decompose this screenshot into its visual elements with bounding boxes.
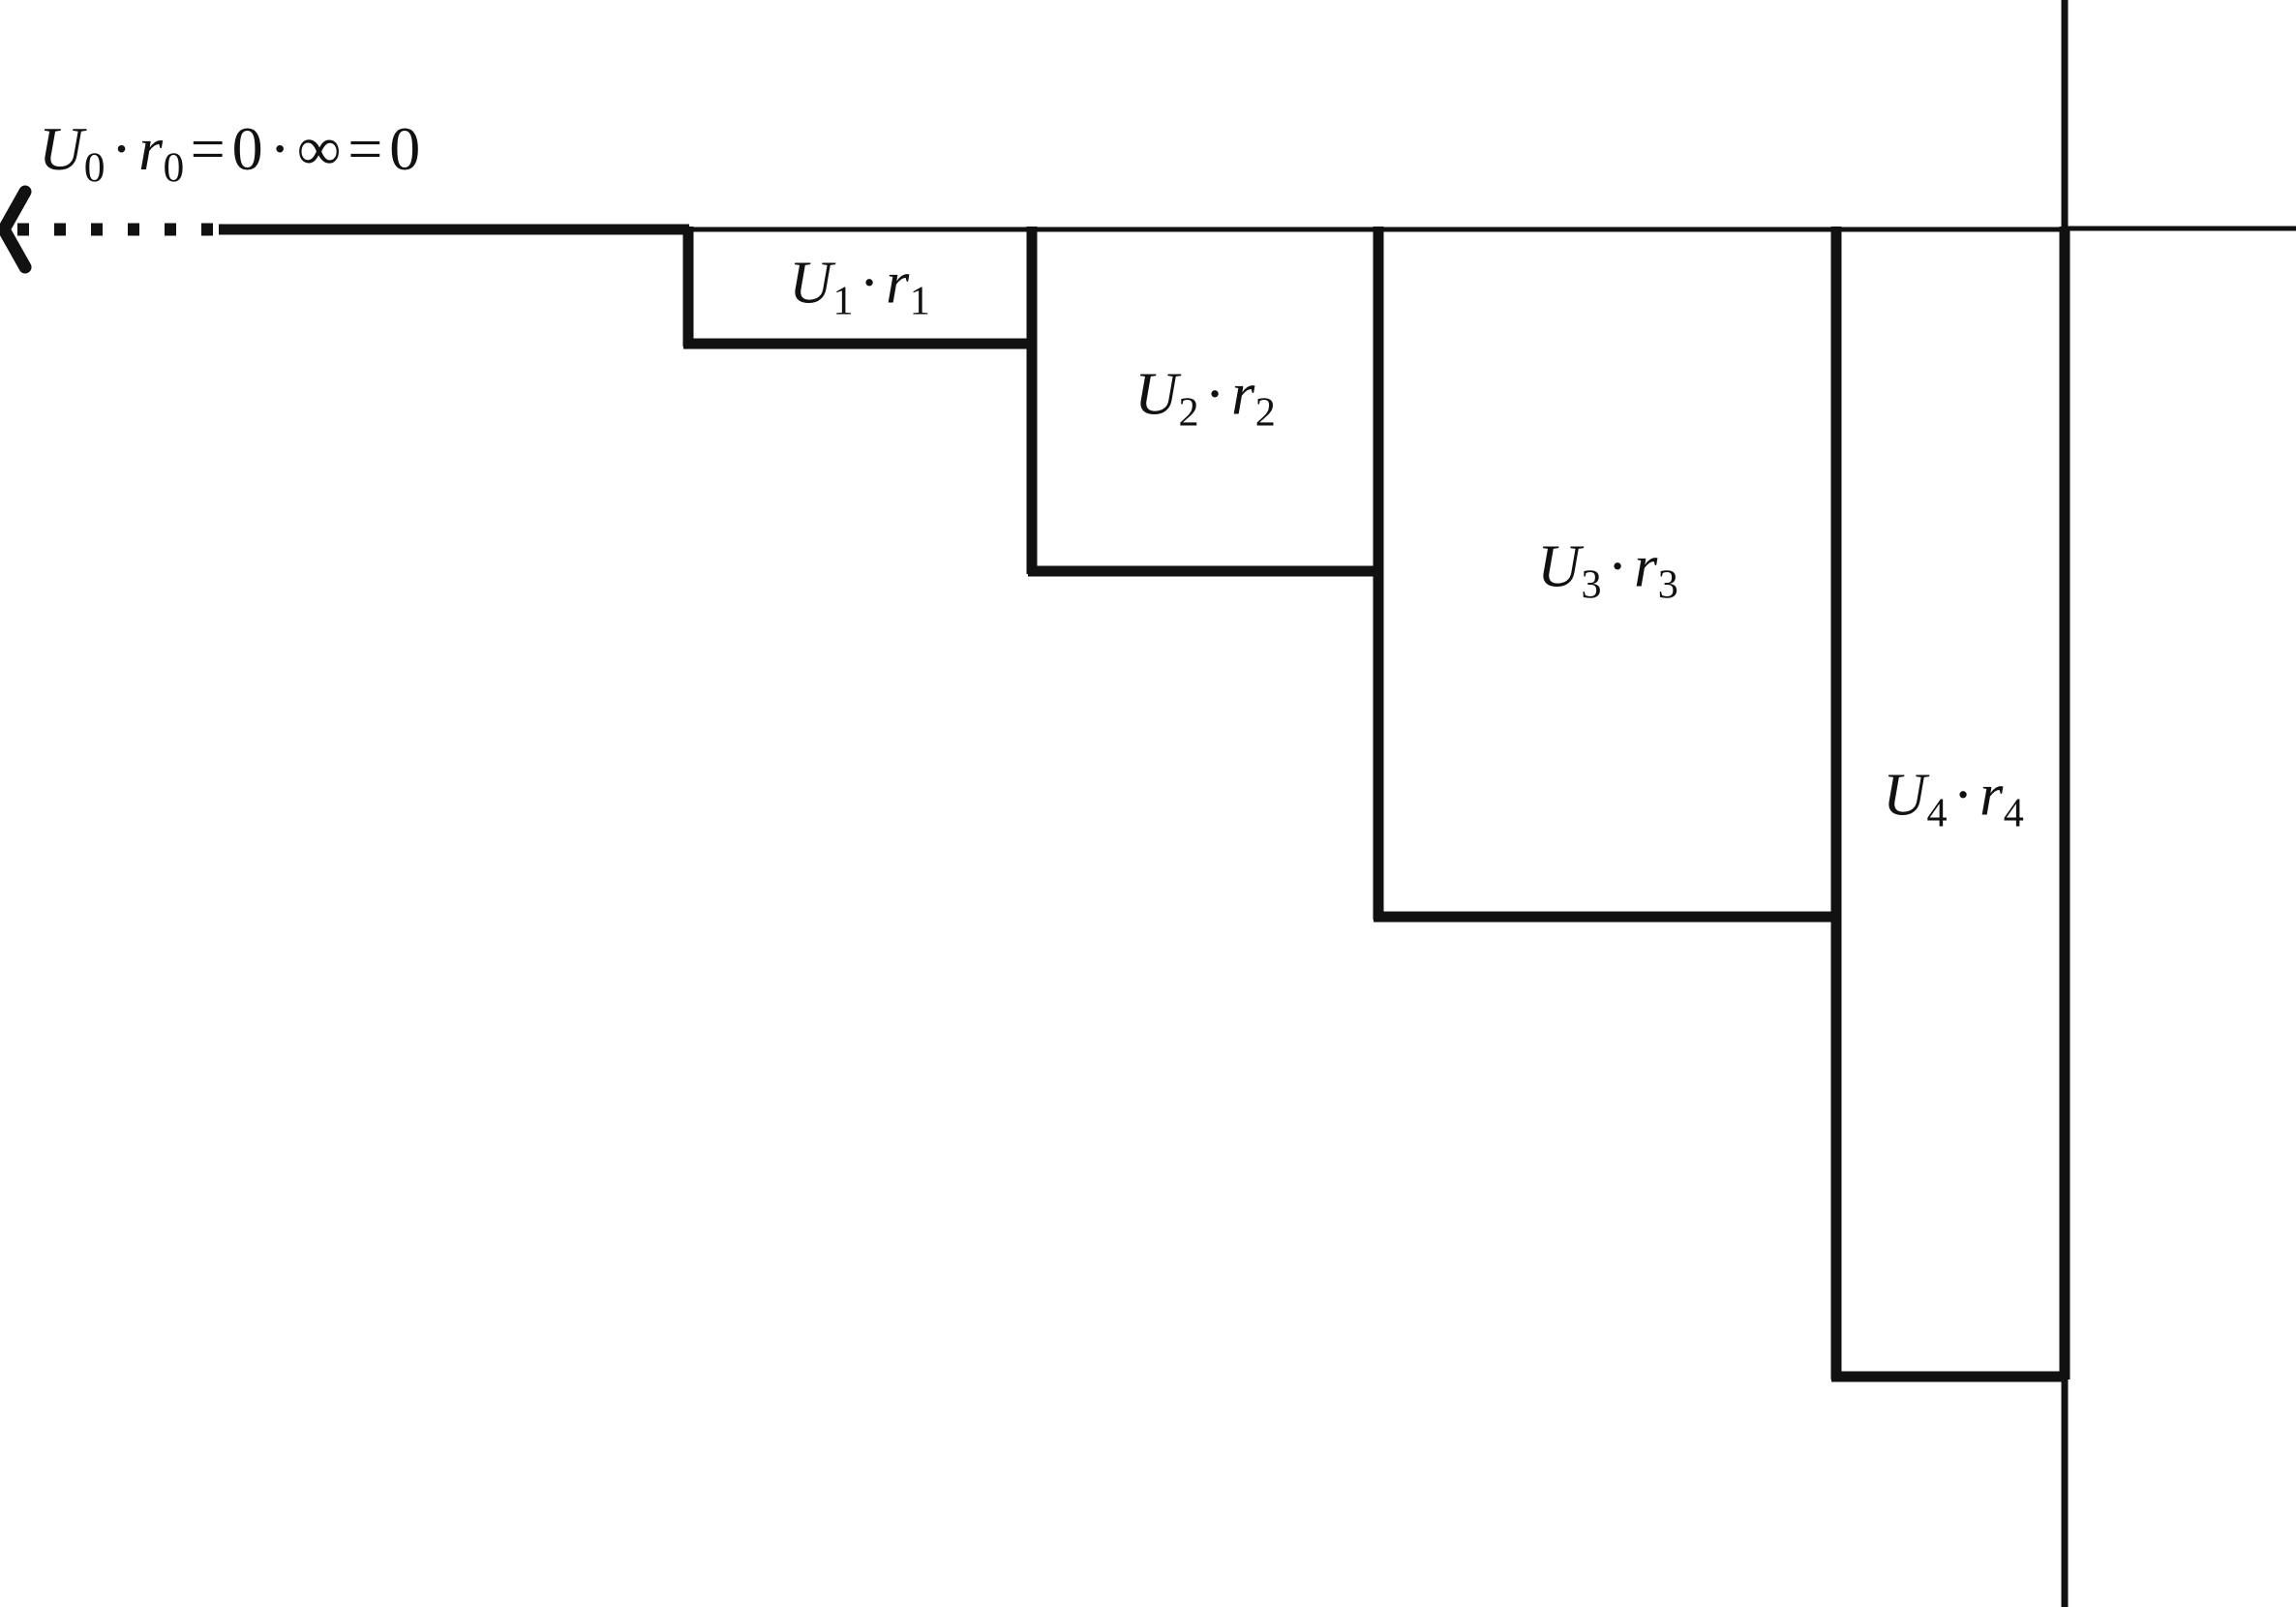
left-arrow-head-icon <box>0 185 32 274</box>
label-u0-result: 0 <box>389 114 421 183</box>
label-u0-dot-2: · <box>269 114 291 183</box>
label-u0-dot-1: · <box>110 114 133 183</box>
label-u1-sub-u: 1 <box>832 278 854 324</box>
label-u2-var-u: U <box>1134 361 1179 428</box>
label-u4-sub-u: 4 <box>1926 790 1948 836</box>
label-u4-var-u: U <box>1883 762 1927 829</box>
label-u2-sub-u: 2 <box>1178 389 1199 436</box>
label-u3-dot: · <box>1607 533 1628 600</box>
label-u0-zero: 0 <box>231 114 264 183</box>
label-u4-dot: · <box>1952 762 1974 829</box>
label-u1-r1: U1·r1 <box>789 254 930 322</box>
label-u2-r2: U2·r2 <box>1134 365 1276 434</box>
label-u0-var-r: r <box>138 114 164 183</box>
label-u0-sub-r: 0 <box>163 144 185 192</box>
label-u0-sub-u: 0 <box>83 144 106 192</box>
bar-rect-u4 <box>1830 227 2070 1382</box>
label-u2-var-r: r <box>1231 361 1255 428</box>
label-u1-sub-r: 1 <box>909 278 930 324</box>
label-u0-r0: U0·r0=0·∞=0 <box>39 118 421 190</box>
label-u2-sub-r: 2 <box>1254 389 1276 436</box>
label-u3-sub-r: 3 <box>1657 561 1678 608</box>
label-u0-equals-2: = <box>347 114 383 183</box>
label-u3-var-r: r <box>1634 533 1658 600</box>
label-u2-dot: · <box>1204 361 1225 428</box>
label-u0-var-u: U <box>39 114 84 183</box>
label-u4-sub-r: 4 <box>2003 790 2024 836</box>
label-u1-dot: · <box>859 250 880 317</box>
infinity-symbol: ∞ <box>296 114 342 183</box>
label-u4-var-r: r <box>1979 762 2004 829</box>
label-u4-r4: U4·r4 <box>1883 766 2024 834</box>
label-u3-sub-u: 3 <box>1581 561 1602 608</box>
label-u1-var-u: U <box>789 250 833 317</box>
label-u3-var-u: U <box>1537 533 1582 600</box>
label-u1-var-r: r <box>886 250 910 317</box>
label-u0-equals-1: = <box>190 114 227 183</box>
label-u3-r3: U3·r3 <box>1537 537 1678 606</box>
